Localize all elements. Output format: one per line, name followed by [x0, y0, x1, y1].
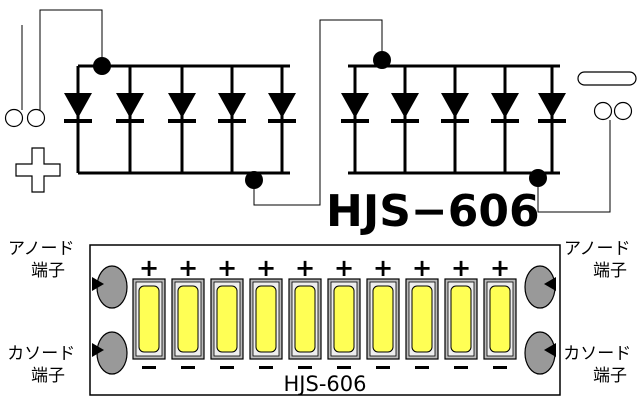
led-chip [255, 285, 277, 353]
right-cathode-label: カソード 端子 [563, 344, 636, 386]
pad-arrows [92, 277, 556, 357]
led-chip [489, 285, 511, 353]
diodes-left [64, 93, 296, 118]
plus-mark: + [178, 254, 198, 282]
thin-wires [21, 9, 611, 213]
right-anode-label: アノード 端子 [564, 239, 636, 281]
minus-mark [259, 366, 273, 369]
minus-mark [181, 366, 195, 369]
led-chip [216, 285, 238, 353]
minus-mark [415, 366, 429, 369]
minus-mark [298, 366, 312, 369]
side-labels: アノード 端子 カソード 端子 アノード 端子 カソード 端子 [7, 239, 636, 386]
plus-mark: + [334, 254, 354, 282]
plus-mark: + [451, 254, 471, 282]
led-module: + + + + + + + + + + HJS-606 [89, 244, 561, 396]
plus-mark: + [373, 254, 393, 282]
arrow-left-icon [544, 343, 556, 357]
terminal-circles-right [593, 101, 633, 121]
plus-mark: + [412, 254, 432, 282]
pad-left-bottom [96, 331, 128, 375]
led-chip [294, 285, 316, 353]
diagram-title: HJS−606 [326, 186, 540, 237]
led-chip [138, 285, 160, 353]
arrow-right-icon [92, 343, 104, 357]
plus-mark: + [217, 254, 237, 282]
minus-mark [376, 366, 390, 369]
minus-mark [142, 366, 156, 369]
plus-mark: + [139, 254, 159, 282]
junction-dots [93, 51, 547, 189]
minus-mark [493, 366, 507, 369]
pad-left-top [96, 265, 128, 309]
diodes-right [341, 93, 566, 118]
plus-mark: + [256, 254, 276, 282]
schematic [4, 9, 637, 213]
module-label: HJS-606 [284, 372, 367, 396]
plus-sign-icon [15, 147, 61, 193]
led-chip [177, 285, 199, 353]
arrow-right-icon [92, 277, 104, 291]
minus-mark [337, 366, 351, 369]
arrow-left-icon [544, 277, 556, 291]
led-chip [450, 285, 472, 353]
terminal-circles-left [4, 108, 46, 128]
left-cathode-label: カソード 端子 [7, 344, 80, 386]
minus-mark [454, 366, 468, 369]
minus-mark [220, 366, 234, 369]
plus-mark: + [490, 254, 510, 282]
minus-sign-icon [577, 71, 637, 86]
led-chip [372, 285, 394, 353]
plus-row: + + + + + + + + + + [139, 254, 510, 282]
plus-mark: + [295, 254, 315, 282]
led-chip [411, 285, 433, 353]
module-board [89, 244, 561, 396]
minus-row [142, 366, 507, 369]
led-chip [333, 285, 355, 353]
left-anode-label: アノード 端子 [8, 239, 80, 281]
led-array [132, 278, 517, 360]
